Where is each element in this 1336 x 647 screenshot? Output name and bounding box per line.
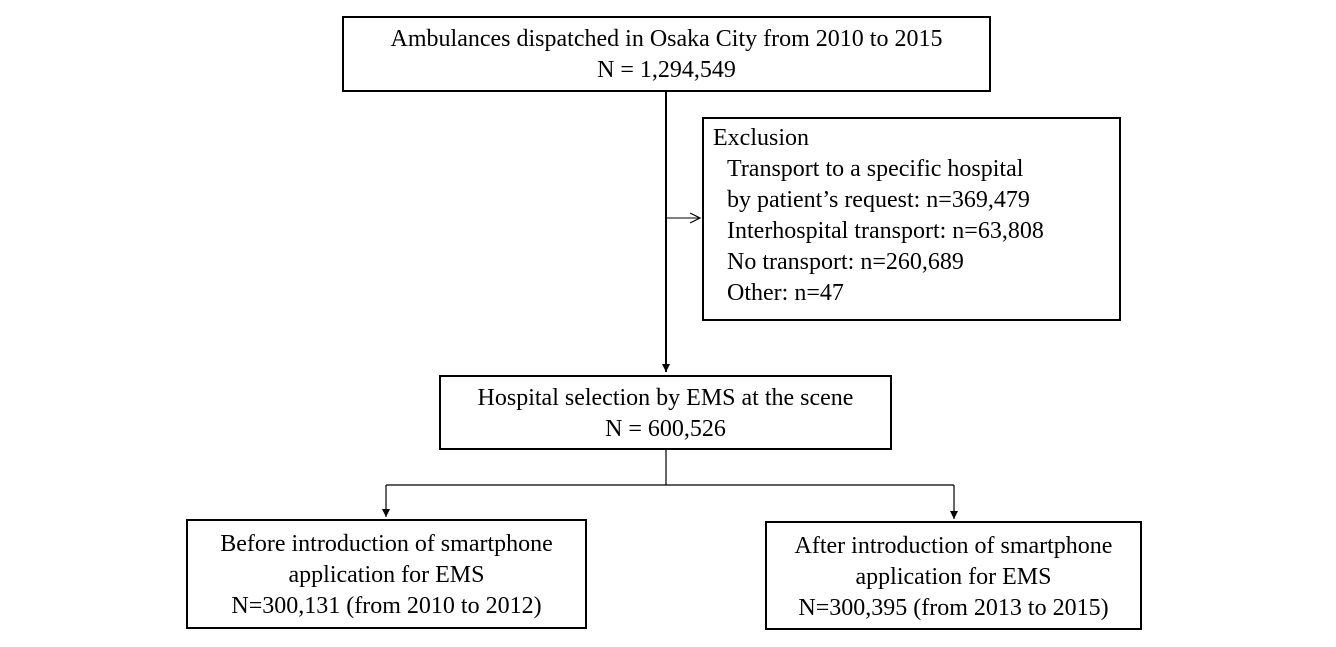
after-introduction-label: After introduction of smartphone bbox=[794, 533, 1113, 559]
ambulances-dispatched-label: Ambulances dispatched in Osaka City from… bbox=[390, 26, 943, 52]
before-introduction-box: Before introduction of smartphone applic… bbox=[186, 519, 587, 629]
exclusion-item: Interhospital transport: n=63,808 bbox=[727, 218, 1044, 244]
exclusion-box: Exclusion Transport to a specific hospit… bbox=[702, 117, 1121, 321]
hospital-selection-count: N = 600,526 bbox=[605, 416, 726, 442]
after-introduction-sublabel: application for EMS bbox=[855, 564, 1052, 590]
exclusion-item: No transport: n=260,689 bbox=[727, 249, 964, 275]
hospital-selection-label: Hospital selection by EMS at the scene bbox=[477, 385, 854, 411]
before-introduction-count: N=300,131 (from 2010 to 2012) bbox=[231, 593, 542, 619]
before-introduction-label: Before introduction of smartphone bbox=[220, 531, 553, 557]
after-introduction-box: After introduction of smartphone applica… bbox=[765, 521, 1142, 630]
ambulances-dispatched-box: Ambulances dispatched in Osaka City from… bbox=[342, 16, 991, 92]
exclusion-heading: Exclusion bbox=[713, 125, 809, 151]
exclusion-item: Other: n=47 bbox=[727, 280, 844, 306]
hospital-selection-box: Hospital selection by EMS at the scene N… bbox=[439, 375, 892, 450]
before-introduction-sublabel: application for EMS bbox=[288, 562, 485, 588]
after-introduction-count: N=300,395 (from 2013 to 2015) bbox=[798, 595, 1109, 621]
exclusion-item: Transport to a specific hospital bbox=[727, 156, 1024, 182]
ambulances-dispatched-count: N = 1,294,549 bbox=[597, 57, 736, 83]
exclusion-item: by patient’s request: n=369,479 bbox=[727, 187, 1030, 213]
